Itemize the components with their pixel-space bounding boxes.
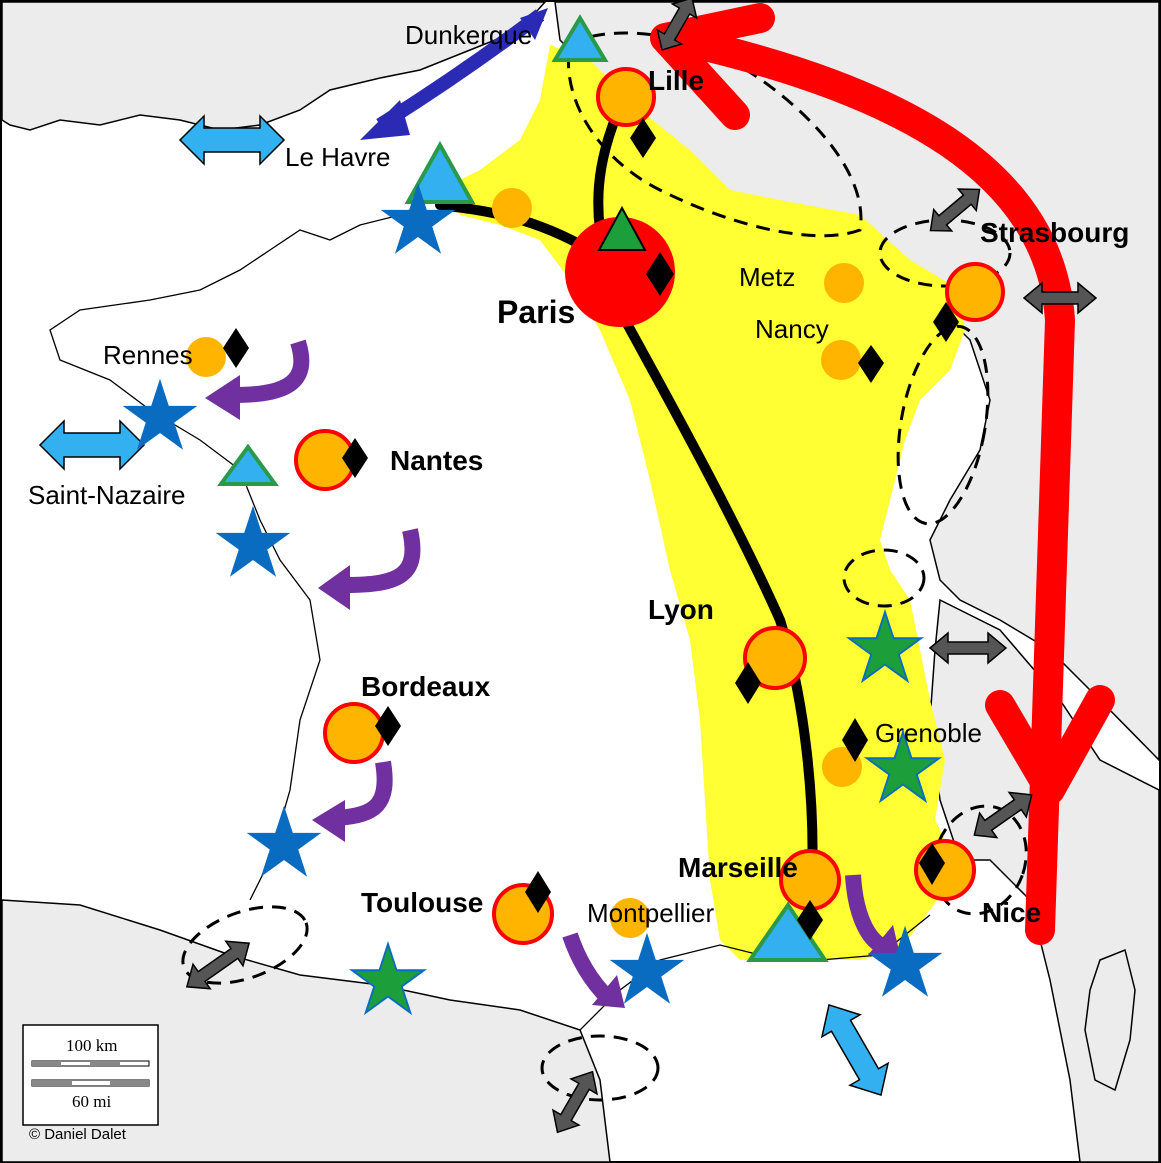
label-nantes: Nantes (390, 445, 483, 476)
paris-circle (565, 217, 675, 327)
sea-arrows (38, 114, 890, 1096)
label-strasbourg: Strasbourg (980, 217, 1129, 248)
label-lyon: Lyon (648, 594, 714, 625)
label-nancy: Nancy (755, 314, 829, 344)
label-dunkerque: Dunkerque (405, 20, 532, 50)
axis-paris-marseille (620, 315, 818, 885)
map-credit: © Daniel Dalet (29, 1126, 127, 1143)
purple-arrows (234, 339, 885, 1004)
label-montpellier: Montpellier (587, 898, 715, 928)
purple-heads (205, 375, 900, 1008)
city-labels: Dunkerque Le Havre Lille Paris Metz Nanc… (28, 20, 1129, 928)
border-zone-hendaye (181, 905, 309, 985)
border-zones (181, 31, 1028, 1102)
corsica-island (1084, 948, 1136, 1092)
label-rennes: Rennes (103, 340, 193, 370)
border-zone-perpignan (540, 1034, 660, 1102)
purple-arrow-nantes (344, 528, 421, 593)
label-toulouse: Toulouse (361, 887, 483, 918)
label-paris: Paris (497, 294, 575, 330)
purple-arrow-marseille (845, 874, 885, 952)
label-grenoble: Grenoble (875, 718, 982, 748)
border-zone-nice (932, 804, 1028, 916)
scale-bar: 100 km 60 mi (22, 1024, 159, 1126)
label-marseille: Marseille (678, 852, 798, 883)
port-triangles (217, 14, 829, 962)
purple-arrow-rennes (234, 339, 310, 403)
major-cities (294, 67, 1005, 945)
secondary-cities (186, 188, 864, 938)
research-diamonds (223, 118, 959, 940)
scale-km-label: 100 km (66, 1036, 117, 1055)
label-nice: Nice (982, 897, 1041, 928)
purple-arrow-bordeaux (337, 760, 393, 826)
label-saint-nazaire: Saint-Nazaire (28, 480, 186, 510)
coastal-arrow (360, 8, 548, 140)
border-arrows (185, 0, 1098, 1134)
france-coastline (49, 194, 441, 901)
scale-mi-label: 60 mi (72, 1092, 111, 1111)
border-zone-basel (896, 324, 990, 526)
label-le-havre: Le Havre (285, 142, 391, 172)
label-metz: Metz (739, 262, 795, 292)
mediterranean-coast (579, 914, 931, 1031)
label-bordeaux: Bordeaux (361, 671, 491, 702)
label-lille: Lille (648, 65, 704, 96)
border-zone-geneva (842, 548, 926, 608)
